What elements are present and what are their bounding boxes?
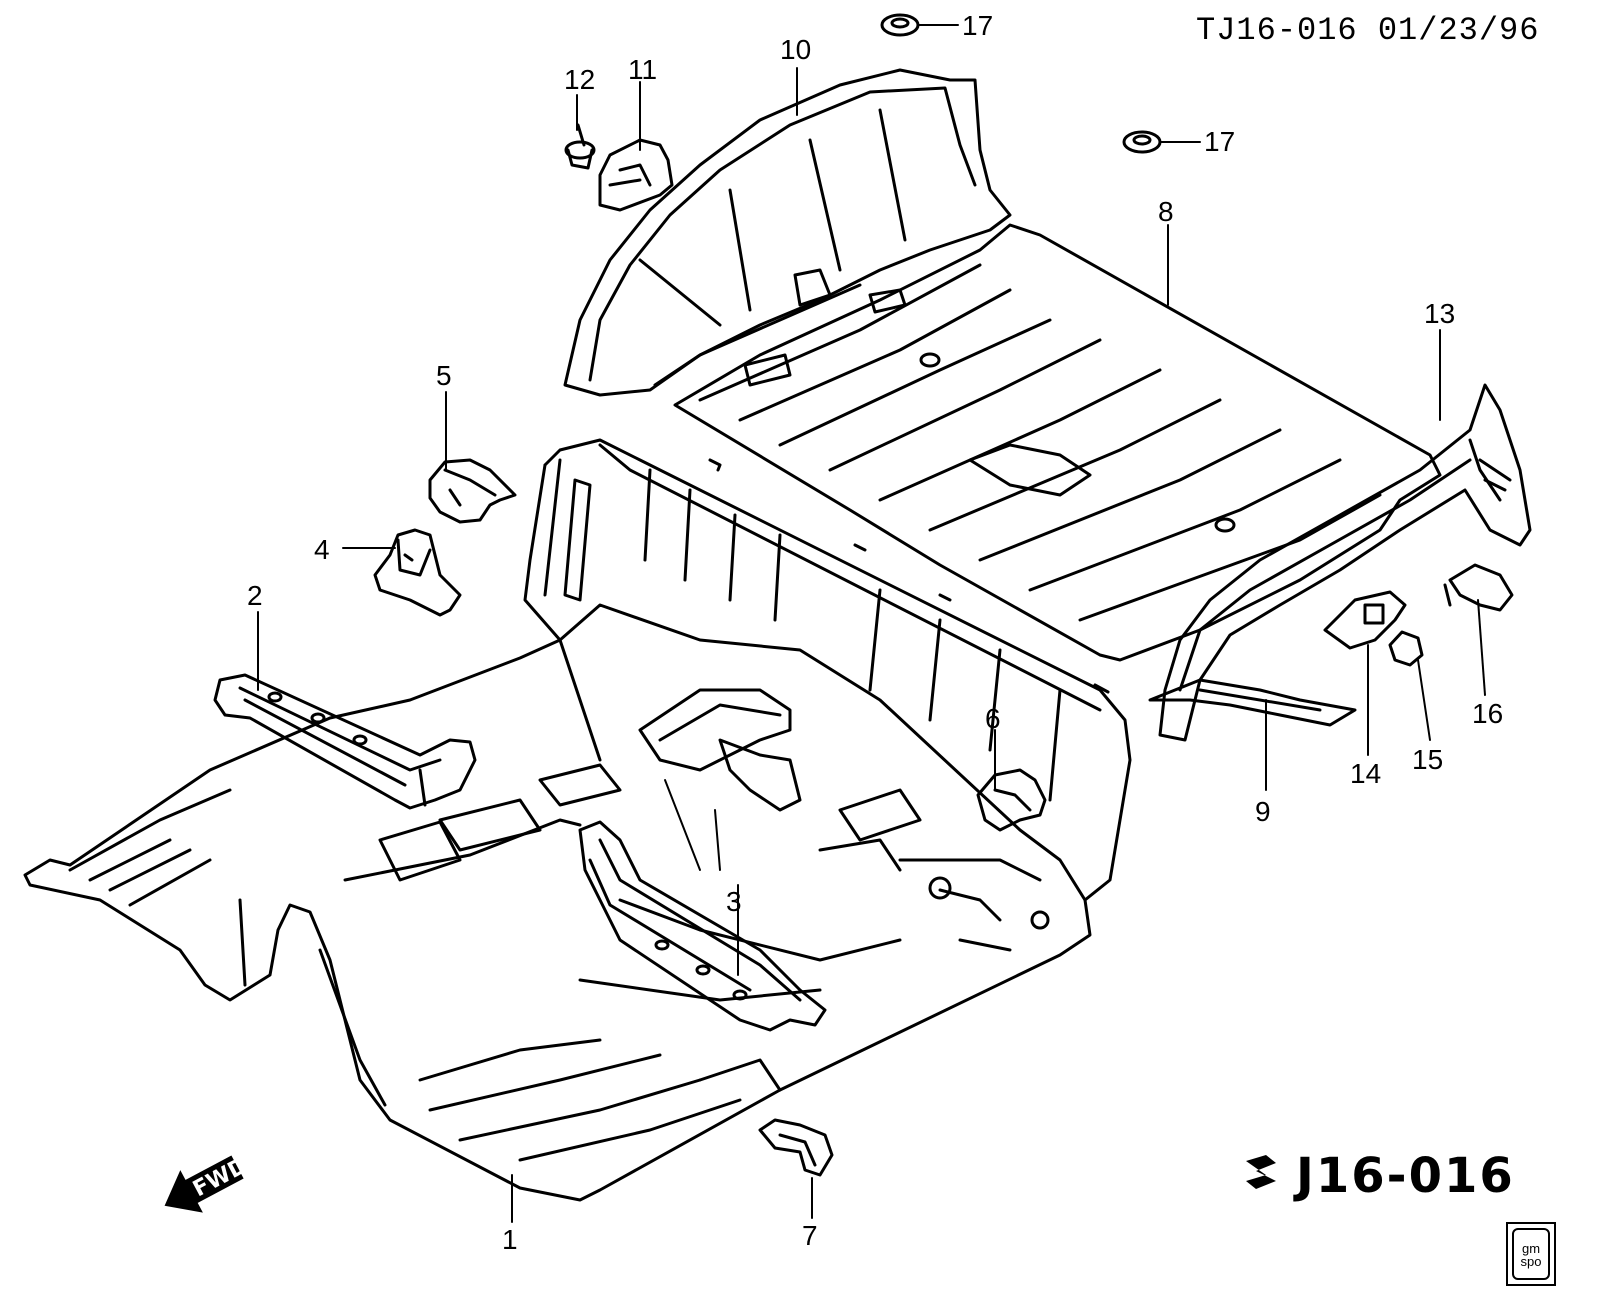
- callout-1: 1: [502, 1224, 518, 1255]
- callout-11: 11: [628, 54, 658, 85]
- fwd-arrow-icon: FWD: [164, 1153, 252, 1213]
- bolt-15: [1388, 630, 1424, 667]
- rear-floor-pan: [673, 223, 1442, 662]
- callout-5: 5: [436, 360, 452, 391]
- clip-12: [564, 123, 596, 170]
- suzuki-logo-icon: [1246, 1155, 1276, 1189]
- callout-13: 13: [1424, 298, 1456, 329]
- grommet-17-right: [1122, 130, 1162, 154]
- rear-side-panel: [563, 68, 1012, 397]
- seat-riser-panel: [523, 438, 1132, 902]
- rear-sill-extension: [1148, 678, 1357, 727]
- rear-side-sill: [1158, 383, 1532, 742]
- gm-spo-badge-icon: gm spo: [1506, 1222, 1556, 1286]
- bracket-11: [598, 138, 674, 212]
- bracket-4: [373, 528, 462, 617]
- diagram-code-date: TJ16-016 01/23/96: [1196, 12, 1540, 49]
- callout-3: 3: [726, 886, 742, 917]
- callout-8: 8: [1158, 196, 1174, 227]
- callout-14: 14: [1350, 758, 1382, 789]
- callout-10: 10: [780, 34, 812, 65]
- center-cross-members: [578, 688, 827, 1032]
- callout-4: 4: [314, 534, 330, 565]
- gm-spo-badge-inner: gm spo: [1512, 1228, 1550, 1280]
- front-floor-pan: [23, 603, 1092, 1202]
- callout-6: 6: [985, 703, 1001, 734]
- callout-2: 2: [247, 580, 263, 611]
- fwd-label: FWD: [189, 1153, 252, 1202]
- badge-line2: spo: [1520, 1254, 1542, 1269]
- callout-16: 16: [1472, 698, 1504, 729]
- callout-15: 15: [1412, 744, 1444, 775]
- callout-7: 7: [802, 1220, 818, 1251]
- badge-line1: gm: [1521, 1241, 1541, 1256]
- leader-lines: [257, 24, 1486, 1223]
- callout-12: 12: [564, 64, 596, 95]
- grommet-17-top: [880, 13, 920, 37]
- callout-17-top: 17: [962, 10, 994, 41]
- bracket-16: [1443, 563, 1514, 612]
- figure-code: J16-016: [1296, 1148, 1515, 1204]
- bracket-14: [1323, 590, 1407, 650]
- front-cross-member: [213, 673, 477, 810]
- callout-17-right: 17: [1204, 126, 1236, 157]
- bracket-5: [428, 458, 517, 524]
- callout-9: 9: [1255, 796, 1271, 827]
- bracket-7: [758, 1118, 834, 1177]
- bracket-6: [976, 768, 1047, 832]
